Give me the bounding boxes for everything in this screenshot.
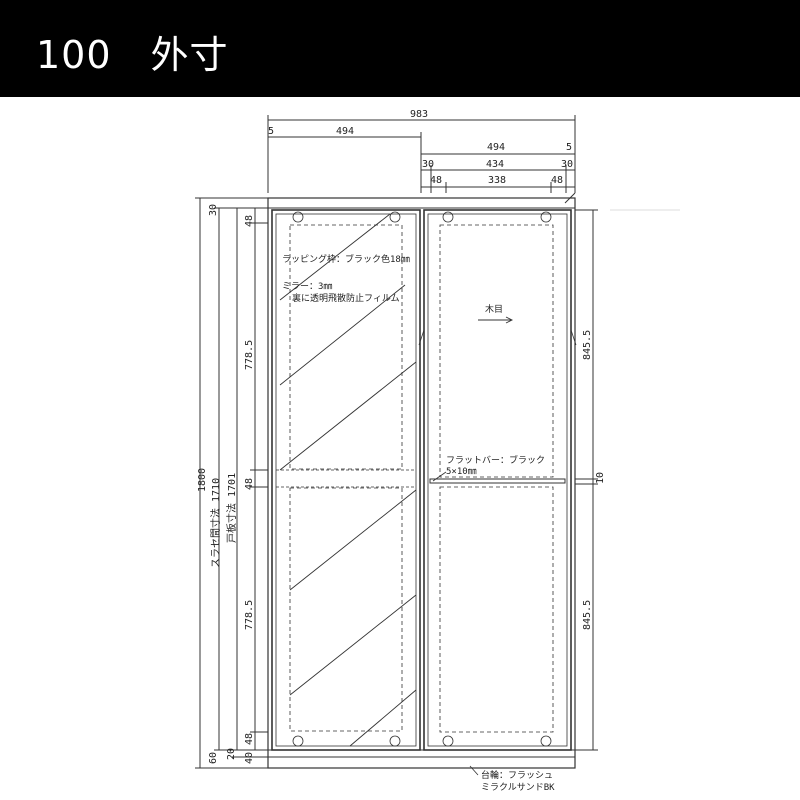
dim-bottom-gap-40: 40 [244,752,255,764]
dim-mid-rail: 48 [244,478,255,490]
dim-top-gap: 30 [208,204,219,216]
dim-right-lower-height: 845.5 [582,600,593,630]
dim-total-height: 1800 [197,468,208,492]
dim-door-panel-height: 戸板寸法 1701 [225,473,238,543]
dim-glass-width: 338 [488,175,506,186]
right-wood-door [423,209,572,751]
note-base: 台輪：フラッシュ [481,769,553,781]
dim-left-panel-width: 494 [336,126,354,137]
dim-right-panel-width: 494 [487,142,505,153]
dim-right-mid: 10 [595,472,606,484]
note-base-finish: ミラクルサンドBK [481,782,555,793]
dim-upper-left-height: 778.5 [244,340,255,370]
flat-bar [429,478,566,484]
dim-plinth: 60 [208,752,219,764]
note-wrapping-frame: ラッピング枠：ブラック色18㎜ [282,253,410,265]
note-flat-bar: フラットバー：ブラック [446,454,545,466]
note-flat-bar-size: 5×10㎜ [446,467,477,477]
dim-bottom-rail: 48 [244,733,255,745]
dim-right-gap: 5 [566,142,572,153]
dim-stile-left: 48 [430,175,442,186]
dim-right-upper-height: 845.5 [582,330,593,360]
note-mirror-film: 裏に透明飛散防止フィルム [292,292,400,304]
dim-top-rail: 48 [244,215,255,227]
title-banner: 100 外寸 [0,0,800,97]
dim-bottom-gap-20: 20 [226,748,237,760]
dim-stile-right: 48 [551,175,563,186]
dim-slide-door-height: スラセ間寸法 1710 [209,478,222,568]
note-wood-grain: 木目 [485,303,503,315]
dim-lower-left-height: 778.5 [244,600,255,630]
hinge-markers [292,211,552,747]
mirror-hatching [279,213,417,747]
dim-inner-width: 434 [486,159,504,170]
cabinet-body [267,197,577,776]
dim-frame-side: 30 [422,159,434,170]
dim-frame-side-right: 30 [561,159,573,170]
dim-left-gap: 5 [268,126,274,137]
dim-total-width: 983 [410,109,428,120]
page-title: 100 外寸 [36,33,229,77]
left-mirror-door [271,209,421,751]
note-mirror: ミラー：3㎜ [282,281,332,292]
